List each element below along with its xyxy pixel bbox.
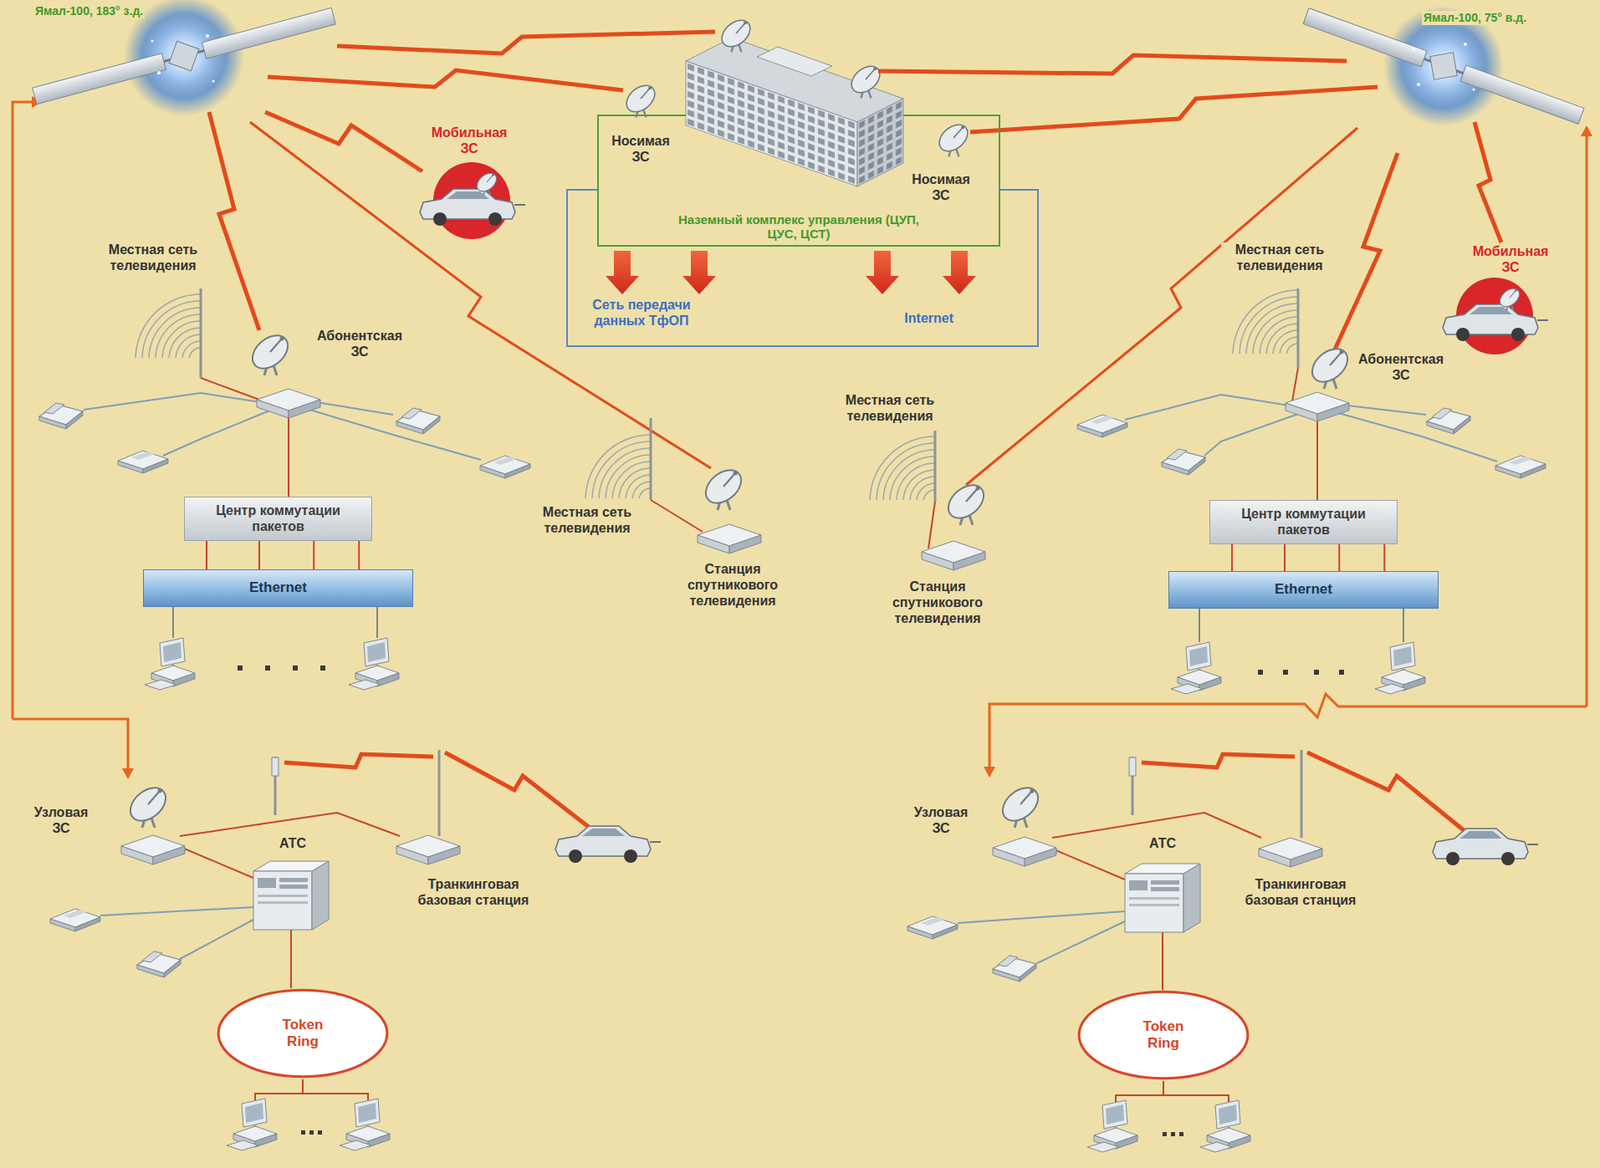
label-box: Местная сеть телевидения <box>827 393 953 425</box>
station-label: Узловая ЗС <box>905 805 977 838</box>
wire-connector <box>1283 544 1286 572</box>
label-box: Носимая ЗС <box>603 133 679 166</box>
label-box: Транкинговая базовая станция <box>406 877 541 910</box>
node-text: Token Ring <box>1134 1018 1193 1052</box>
node-text: Token Ring <box>273 1017 333 1050</box>
station-label: Местная сеть телевидения <box>1221 242 1339 275</box>
station-label: Местная сеть телевидения <box>827 393 953 425</box>
switching-center-box: Центр коммутации пакетов <box>184 496 373 542</box>
station-label: Мобильная ЗС <box>427 125 512 158</box>
node-text: Сеть передачи данных ТфОП <box>578 297 705 330</box>
ring-outline-shape <box>218 990 388 1077</box>
subscriber-station <box>39 288 531 497</box>
node-text: Центр коммутации пакетов <box>191 503 365 535</box>
label-box: Станция спутникового телевидения <box>679 562 787 610</box>
label-box: Абонентская ЗС <box>1351 352 1451 384</box>
label-box: Узловая ЗС <box>905 805 977 838</box>
station-label: Транкинговая базовая станция <box>1233 877 1368 910</box>
label-box: Мобильная ЗС <box>1468 244 1553 277</box>
token-ring-ellipse: Token Ring <box>1076 989 1251 1082</box>
station-label: Абонентская ЗС <box>1351 352 1451 384</box>
node-station <box>907 750 1539 1153</box>
station-label: Станция спутникового телевидения <box>679 562 787 610</box>
node-text: Ethernet <box>1274 581 1333 599</box>
station-label: Ямал-100, 183° з.д. <box>33 4 145 19</box>
label-box: Ямал-100, 75° в.д. <box>1421 10 1590 26</box>
ring-outline-shape <box>1078 991 1248 1079</box>
label-box: Узловая ЗС <box>25 805 98 838</box>
label-box: Ямал-100, 183° з.д. <box>33 3 226 19</box>
satellite <box>1303 5 1585 127</box>
label-box: Носимая ЗС <box>903 172 979 205</box>
wire-connector <box>312 541 315 570</box>
control-center-building <box>685 15 904 187</box>
station-label: Транкинговая базовая станция <box>406 877 541 910</box>
satellite <box>32 0 337 117</box>
label-box: Мобильная ЗС <box>427 125 512 158</box>
node-text: Центр коммутации пакетов <box>1216 506 1391 538</box>
mobile-station <box>419 162 526 240</box>
node-text: Ethernet <box>249 579 307 597</box>
station-label: Ямал-100, 75° в.д. <box>1421 10 1529 26</box>
data-flow-arrow <box>605 250 977 295</box>
label-box: Местная сеть телевидения <box>94 242 212 275</box>
wire-connector <box>258 541 261 570</box>
arrow-head <box>31 96 1593 780</box>
station-label: АТС <box>277 836 308 853</box>
node-text: Наземный комплекс управления (ЦУП, ЦУС, … <box>673 212 925 242</box>
radio-link <box>250 122 1358 486</box>
label-box: АТС <box>267 836 318 853</box>
station-label: Носимая ЗС <box>603 133 679 166</box>
switching-center-box: Центр коммутации пакетов <box>1209 500 1398 545</box>
lan-computers <box>144 607 1426 695</box>
label-box: Станция спутникового телевидения <box>884 579 992 628</box>
node-text: Internet <box>904 311 954 328</box>
feedback-arrow <box>12 102 1587 772</box>
wire-connector <box>1383 544 1386 572</box>
label-box: Местная сеть телевидения <box>524 505 650 537</box>
station-label: Носимая ЗС <box>903 172 979 205</box>
station-label: Местная сеть телевидения <box>94 242 212 275</box>
ethernet-bus: Ethernet <box>1168 571 1439 609</box>
satellite-tv-station <box>869 430 1001 571</box>
portable-dish <box>934 119 973 158</box>
station-label: Узловая ЗС <box>25 805 98 838</box>
node-station <box>50 750 661 1151</box>
radio-link <box>209 31 1502 831</box>
label-box: Транкинговая базовая станция <box>1233 877 1368 910</box>
station-label: Мобильная ЗС <box>1468 244 1553 277</box>
subscriber-station <box>1077 288 1546 501</box>
token-ring-ellipse: Token Ring <box>215 987 390 1080</box>
wire-connector <box>1231 544 1233 572</box>
station-label: АТС <box>1147 836 1178 853</box>
label-box: Абонентская ЗС <box>310 328 409 361</box>
network-frame: Сеть передачи данных ТфОП Internet <box>566 189 1039 348</box>
station-label: Абонентская ЗС <box>310 328 409 361</box>
ethernet-bus: Ethernet <box>143 569 414 608</box>
station-label: Местная сеть телевидения <box>524 505 650 537</box>
wire-connector <box>357 541 360 570</box>
station-label: Станция спутникового телевидения <box>884 579 992 628</box>
satellite-tv-station <box>585 418 762 566</box>
wire-connector <box>205 541 208 570</box>
mobile-station <box>1442 277 1549 355</box>
label-box: АТС <box>1137 836 1188 853</box>
label-box: Местная сеть телевидения <box>1221 242 1339 275</box>
portable-dish <box>621 80 660 118</box>
wire-connector <box>1338 544 1340 572</box>
